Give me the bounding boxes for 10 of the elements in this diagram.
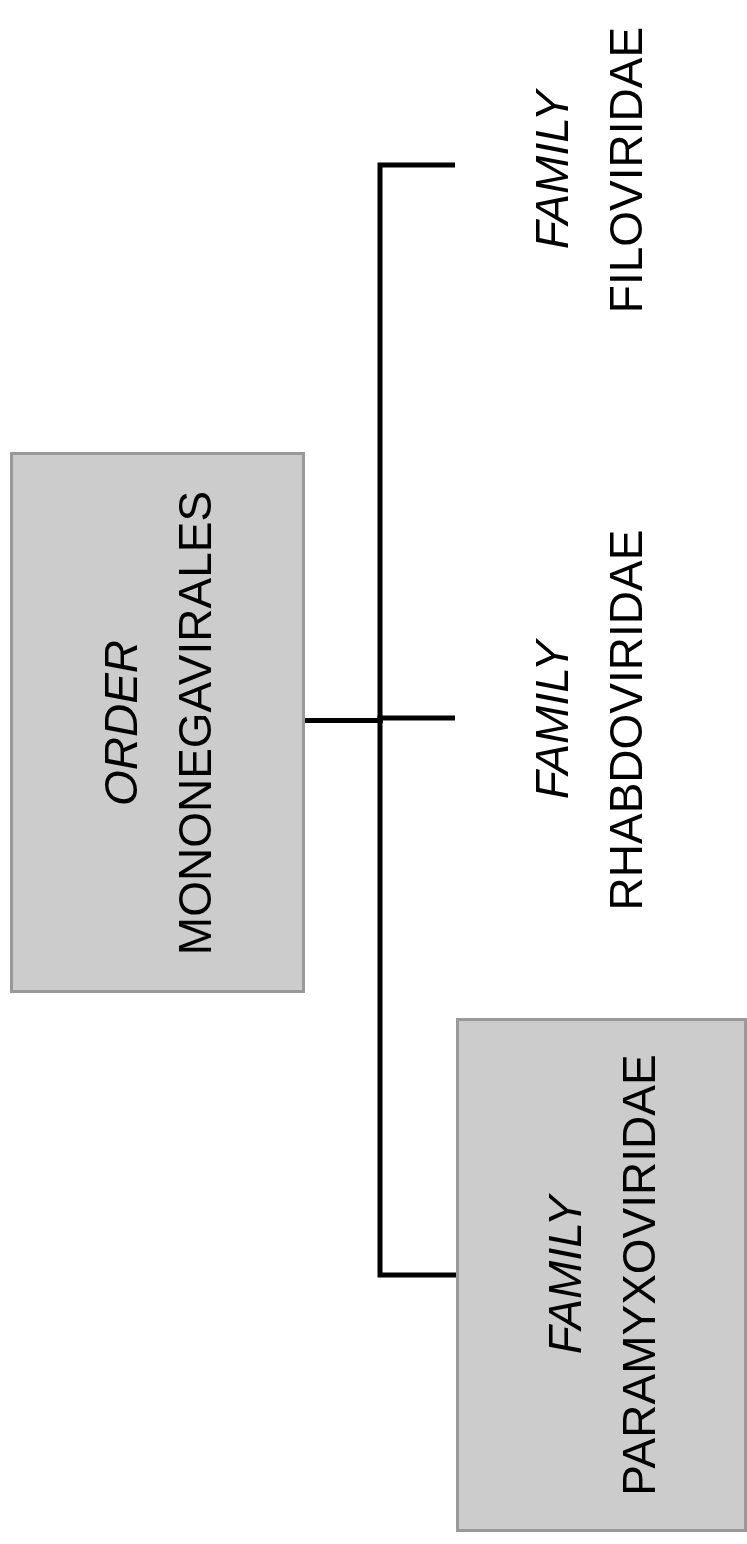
rank-label: ORDER — [92, 639, 147, 806]
taxon-box — [456, 1018, 747, 1532]
taxon-name: FILOVIRIDAE — [599, 26, 653, 314]
taxon-box — [10, 452, 305, 993]
taxon-name: PARAMYXOVIRIDAE — [610, 1054, 665, 1496]
rank-label: FAMILY — [525, 640, 580, 800]
taxon-name: RHABDOVIRIDAE — [599, 529, 653, 911]
taxon-name: MONONEGAVIRALES — [166, 490, 221, 955]
rank-label: FAMILY — [525, 90, 580, 250]
rank-label: FAMILY — [536, 1195, 591, 1355]
